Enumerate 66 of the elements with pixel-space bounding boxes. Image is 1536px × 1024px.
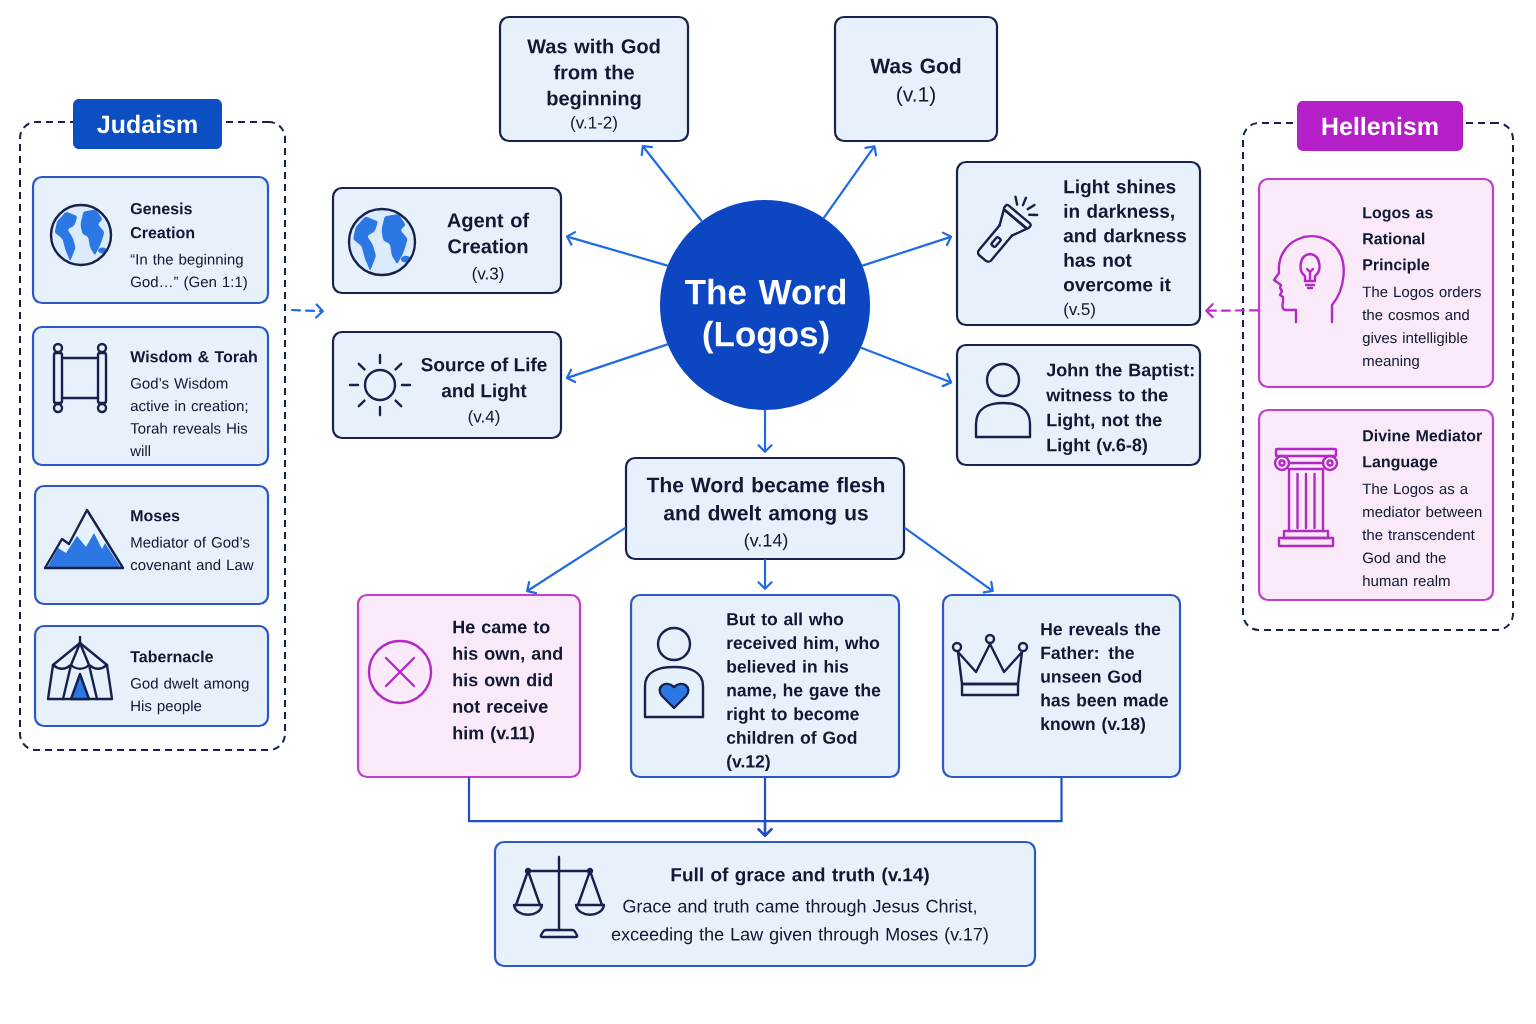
verse-reference: (v.3) (472, 267, 504, 283)
card-title: Tabernacle (130, 650, 213, 663)
info-card (1257, 177, 1495, 389)
arrow (822, 145, 878, 219)
heading-badge: Hellenism (1297, 101, 1463, 151)
arrow (904, 527, 994, 594)
verse-reference: (v.1) (897, 86, 935, 106)
card-title: Divine Mediator Language (1363, 429, 1482, 471)
dashed-group-frame (1242, 101, 1514, 631)
arrow (290, 303, 324, 319)
card-text: Mediator of God’s covenant and Law (130, 536, 254, 571)
verse-reference: (v.5) (1064, 302, 1095, 319)
verse-box (955, 160, 1202, 327)
arrow (565, 343, 669, 384)
verse-box (624, 456, 906, 561)
card-title: Logos as Rational Principle (1363, 207, 1433, 274)
box-title: Was with God from the beginning (527, 38, 660, 110)
arrow (526, 527, 626, 595)
card-text: God’s Wisdom active in creation; Torah reveals His will (130, 377, 248, 457)
box-text: He came to his own, and his own did not receive him (v.11) (453, 620, 563, 743)
card-text: “In the beginning God…” (Gen 1:1) (130, 253, 247, 291)
verse-box (498, 15, 690, 143)
arrow (861, 231, 953, 267)
info-card (31, 175, 270, 305)
summary-box (493, 840, 1037, 968)
dashed-group-frame (19, 99, 286, 751)
arrow (757, 409, 773, 453)
box-title: Full of grace and truth (v.14) (671, 867, 929, 886)
box-title: The Word became flesh and dwelt among us (646, 477, 885, 525)
verse-box (331, 330, 563, 440)
arrow (860, 346, 953, 388)
box-title: Was God (870, 58, 961, 74)
center-circle (660, 200, 870, 410)
info-card (33, 624, 270, 728)
box-text: But to all who received him, who believed in his name, he gave the right to become children of God (v.12) (726, 612, 881, 772)
verse-box (356, 593, 582, 779)
arrow (640, 145, 703, 223)
verse-reference: (v.4) (468, 410, 500, 426)
box-text: Grace and truth came through Jesus Christ, exceeding the Law given through Moses (v.17) (611, 899, 988, 945)
info-card (1257, 408, 1495, 602)
box-text: John the Baptist: witness to the Light, not the Light (v.6-8) (1046, 363, 1194, 455)
box-text: He reveals the Father: the unseen God has been made known (v.18) (1041, 622, 1168, 734)
verse-box (955, 343, 1202, 467)
verse-box (331, 186, 563, 295)
verse-box (833, 15, 999, 143)
verse-reference: (v.14) (744, 533, 788, 551)
card-title: Genesis Creation (130, 202, 195, 239)
card-text: The Logos orders the cosmos and gives intelligible meaning (1362, 286, 1481, 370)
arrow (757, 559, 773, 590)
card-title: Wisdom & Torah (130, 350, 257, 363)
verse-box (941, 593, 1182, 779)
box-title: Light shines in darkness, and darkness has not overcome it (1063, 179, 1186, 292)
arrow (565, 231, 669, 267)
circle-title: The Word (Logos) (685, 278, 846, 354)
verse-reference: (v.1-2) (571, 116, 617, 132)
info-card (33, 484, 270, 606)
card-text: The Logos as a mediator between the transcendent God and the human realm (1362, 483, 1482, 587)
info-card (31, 325, 270, 467)
verse-box (629, 593, 901, 779)
box-title: Agent of Creation (447, 212, 530, 254)
card-text: God dwelt among His people (130, 677, 249, 715)
arrow (757, 777, 1063, 837)
box-title: Source of Life and Light (421, 357, 547, 402)
heading-badge: Judaism (73, 99, 222, 149)
arrow (1205, 303, 1259, 319)
card-title: Moses (131, 510, 180, 522)
